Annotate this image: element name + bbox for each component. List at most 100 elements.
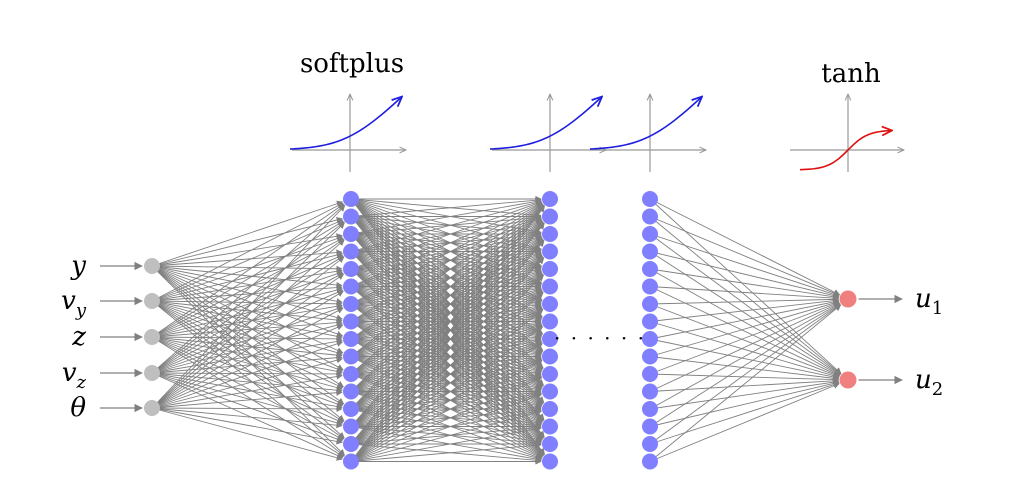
edge: [649, 304, 842, 462]
activation-label-softplus: softplus: [300, 49, 404, 79]
edge: [649, 380, 840, 427]
tanh-curve: [799, 130, 892, 171]
edge: [151, 338, 343, 374]
edge: [649, 268, 841, 376]
input-label: y: [70, 251, 86, 281]
edge: [350, 390, 542, 427]
hidden-node-layer-2: [542, 383, 558, 400]
hidden-node-layer-2: [542, 296, 558, 312]
edge: [151, 335, 343, 343]
edge: [151, 205, 346, 409]
hidden-node-layer-2: [542, 261, 558, 277]
edge: [350, 443, 542, 464]
edge: [649, 198, 841, 296]
edge: [151, 222, 345, 409]
edge: [649, 300, 840, 357]
hidden-node-layer-1: [343, 366, 359, 382]
edge: [649, 298, 840, 340]
softplus-plot-1: [289, 94, 406, 172]
edge: [350, 199, 542, 252]
hidden-node-layer-2: [542, 226, 558, 242]
edge: [151, 300, 343, 324]
edge: [151, 307, 344, 409]
edge: [350, 204, 544, 357]
edge: [649, 302, 840, 392]
edge: [350, 325, 543, 427]
softplus-plot-3: [589, 94, 706, 172]
edge: [350, 392, 542, 445]
edge: [350, 407, 542, 427]
output-node: [839, 371, 857, 389]
hidden-node-layer-3: [642, 313, 658, 330]
hidden-node-layer-1: [343, 208, 359, 225]
edge: [350, 202, 543, 287]
edge: [151, 300, 343, 307]
output-node: [839, 290, 857, 308]
edge: [649, 216, 840, 297]
edge: [350, 408, 542, 445]
edge: [151, 389, 343, 409]
edge: [350, 408, 542, 429]
hidden-node-layer-3: [642, 296, 658, 312]
edge: [649, 251, 840, 299]
edge: [151, 255, 344, 374]
hidden-node-layer-3: [642, 348, 658, 365]
edge: [350, 343, 543, 462]
network-edges: [151, 195, 842, 465]
softplus-curve: [589, 97, 702, 150]
edge: [350, 424, 542, 445]
edge: [151, 237, 344, 338]
hidden-node-layer-1: [343, 348, 359, 365]
edge: [649, 321, 840, 379]
edge: [350, 360, 543, 462]
edge: [649, 303, 840, 378]
softplus-curve: [489, 97, 602, 150]
edge: [649, 297, 840, 322]
edge: [151, 251, 343, 302]
input-node: [144, 400, 160, 416]
edge: [649, 296, 840, 305]
layer-ellipsis: · · · · · ·: [554, 326, 646, 350]
edge: [350, 442, 542, 462]
edge: [649, 373, 840, 383]
hidden-node-layer-2: [542, 313, 558, 330]
edge: [350, 408, 542, 445]
hidden-node-layer-1: [343, 313, 359, 330]
hidden-node-layer-2: [542, 331, 558, 347]
hidden-node-layer-1: [343, 453, 359, 470]
edge: [151, 200, 344, 267]
hidden-node-layer-3: [642, 278, 658, 295]
edge: [151, 221, 345, 374]
hidden-node-layer-1: [343, 331, 359, 347]
edge: [649, 379, 840, 410]
hidden-node-layer-2: [542, 208, 558, 225]
input-node: [144, 365, 160, 381]
edge: [151, 372, 344, 443]
edge: [649, 233, 841, 375]
edge: [350, 203, 544, 340]
edge: [151, 300, 343, 340]
edge: [151, 235, 344, 302]
hidden-node-layer-1: [343, 418, 359, 435]
hidden-node-layer-1: [343, 191, 359, 207]
edge: [350, 204, 544, 375]
hidden-node-layer-1: [343, 436, 359, 452]
hidden-node-layer-3: [642, 436, 658, 452]
edge: [350, 357, 542, 410]
edge: [350, 393, 543, 462]
edge: [350, 309, 544, 462]
hidden-node-layer-2: [542, 366, 558, 382]
edge: [151, 284, 343, 302]
hidden-node-layer-2: [542, 401, 558, 417]
softplus-curve: [289, 97, 402, 150]
edge: [649, 303, 841, 410]
edge: [151, 249, 343, 267]
edge: [151, 303, 343, 338]
edge: [151, 233, 343, 267]
edge: [649, 377, 840, 392]
hidden-node-layer-2: [542, 436, 558, 452]
edge: [350, 200, 543, 270]
hidden-node-layer-3: [642, 401, 658, 417]
edge: [350, 203, 543, 322]
